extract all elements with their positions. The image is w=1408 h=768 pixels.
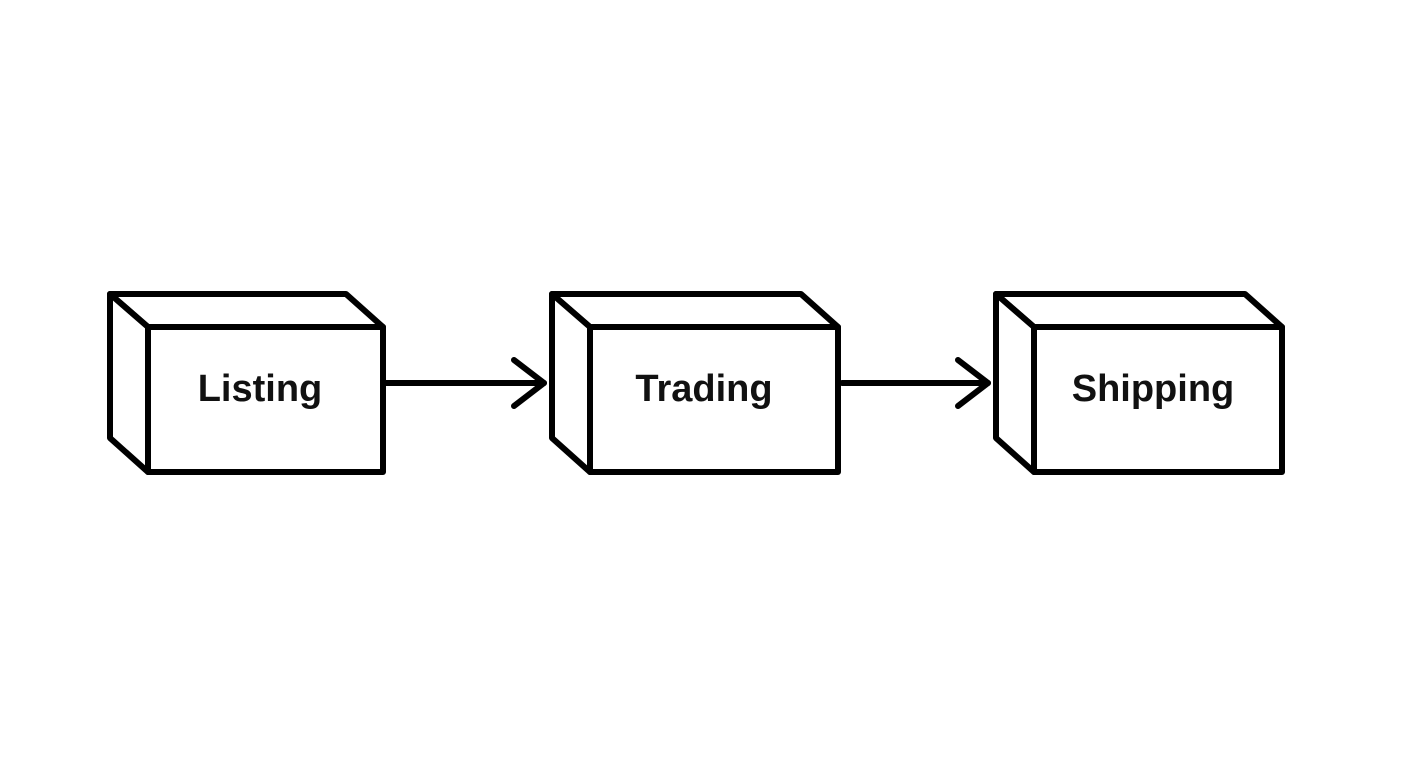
stage-shipping-side-face xyxy=(993,291,1037,475)
arrow-trading-to-shipping xyxy=(839,357,991,409)
stage-trading-front-face xyxy=(587,324,841,475)
arrow-listing-to-trading-head xyxy=(511,357,547,409)
arrow-trading-to-shipping-head xyxy=(955,357,991,409)
stage-listing-side-face xyxy=(107,291,151,475)
stage-shipping-front-face xyxy=(1031,324,1285,475)
stage-listing-front-face xyxy=(145,324,386,475)
stage-shipping-label: Shipping xyxy=(1072,368,1235,410)
stage-shipping-box: Shipping xyxy=(993,291,1285,475)
stage-trading-side-face xyxy=(549,291,593,475)
stage-trading-box: Trading xyxy=(549,291,841,475)
stage-listing-label: Listing xyxy=(198,368,323,410)
stage-listing-top-face xyxy=(107,291,386,330)
stage-listing-box: Listing xyxy=(107,291,386,475)
arrow-listing-to-trading xyxy=(383,357,547,409)
stage-trading-top-face xyxy=(549,291,841,330)
stage-trading-label: Trading xyxy=(635,368,772,410)
stage-shipping-top-face xyxy=(993,291,1285,330)
